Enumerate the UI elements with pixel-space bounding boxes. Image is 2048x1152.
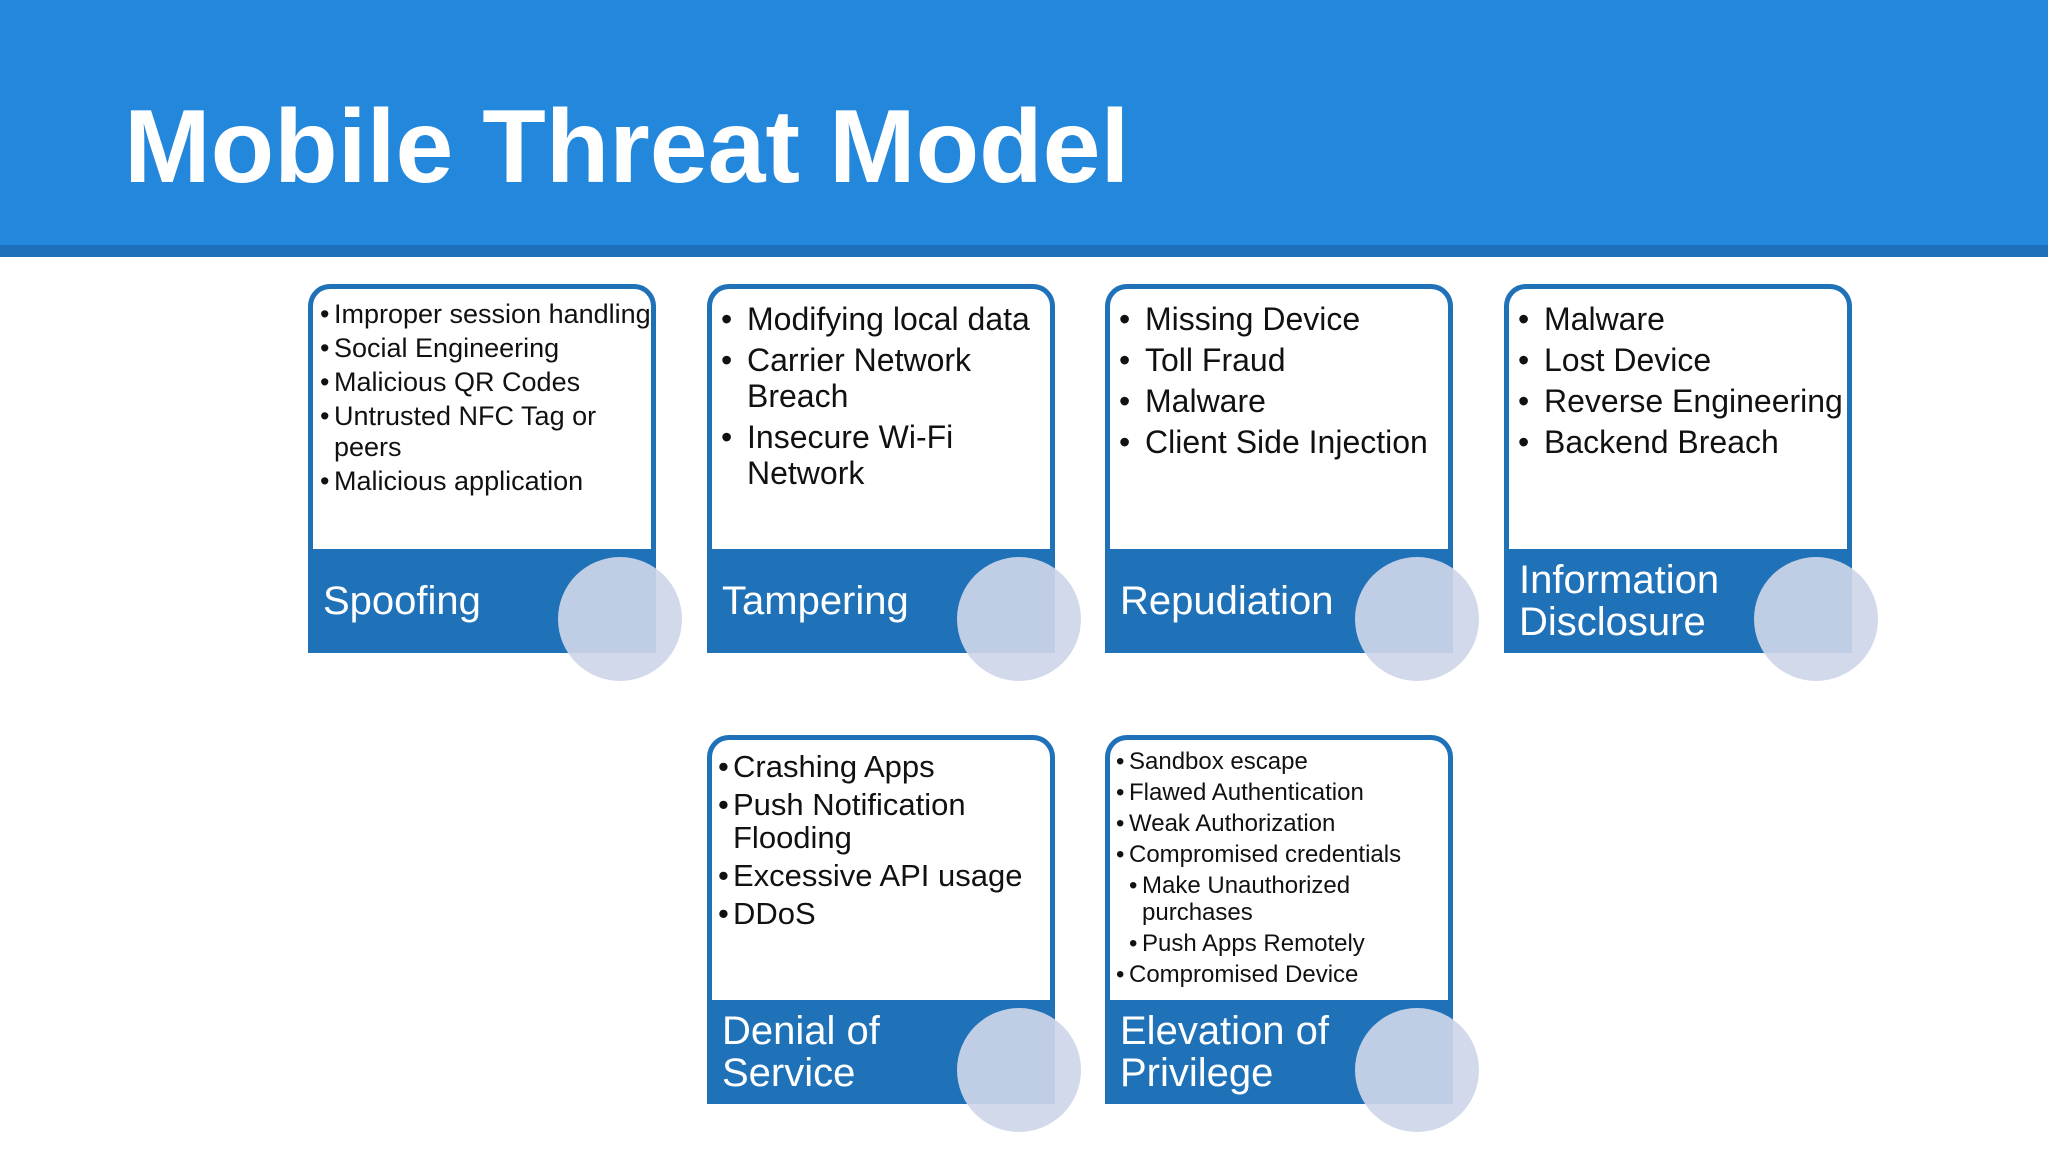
threat-list: Missing Device Toll Fraud Malware Client…	[1119, 301, 1428, 465]
list-item: Malicious QR Codes	[320, 367, 651, 398]
card-details: Sandbox escape Flawed Authentication Wea…	[1105, 735, 1453, 1005]
card-details: Crashing Apps Push Notification Flooding…	[707, 735, 1055, 1005]
list-item: Improper session handling	[320, 299, 651, 330]
threat-list: Malware Lost Device Reverse Engineering …	[1518, 301, 1843, 465]
card-label: Spoofing	[323, 579, 481, 623]
card-label: Elevation of Privilege	[1120, 1009, 1330, 1095]
card-details: Missing Device Toll Fraud Malware Client…	[1105, 284, 1453, 554]
decorative-circle	[558, 557, 682, 681]
list-item: Insecure Wi-Fi Network	[721, 419, 1050, 491]
list-item: Compromised Device	[1116, 961, 1448, 988]
threat-card-tampering: Modifying local data Carrier Network Bre…	[707, 284, 1081, 681]
list-item: Flawed Authentication	[1116, 779, 1448, 806]
list-item: Compromised credentials	[1116, 841, 1448, 868]
list-item: Excessive API usage	[718, 859, 1050, 892]
decorative-circle	[957, 1008, 1081, 1132]
list-item: Social Engineering	[320, 333, 651, 364]
title-banner-stripe	[0, 245, 2048, 257]
threat-list: Improper session handling Social Enginee…	[320, 299, 651, 500]
decorative-circle	[1355, 1008, 1479, 1132]
list-item: Missing Device	[1119, 301, 1428, 337]
card-label: Tampering	[722, 579, 909, 623]
list-item: Lost Device	[1518, 342, 1843, 378]
list-item: Reverse Engineering	[1518, 383, 1843, 419]
threat-card-repudiation: Missing Device Toll Fraud Malware Client…	[1105, 284, 1479, 681]
list-item: Weak Authorization	[1116, 810, 1448, 837]
card-label: Denial of Service	[722, 1009, 880, 1095]
list-item: Malware	[1119, 383, 1428, 419]
list-item: Backend Breach	[1518, 424, 1843, 460]
list-item: Client Side Injection	[1119, 424, 1428, 460]
threat-card-information-disclosure: Malware Lost Device Reverse Engineering …	[1504, 284, 1878, 681]
threat-card-elevation-of-privilege: Sandbox escape Flawed Authentication Wea…	[1105, 735, 1479, 1132]
threat-list: Crashing Apps Push Notification Flooding…	[718, 750, 1050, 935]
slide-title: Mobile Threat Model	[124, 89, 1130, 205]
card-label: Information Disclosure	[1519, 558, 1720, 644]
threat-list: Modifying local data Carrier Network Bre…	[721, 301, 1050, 496]
threat-card-denial-of-service: Crashing Apps Push Notification Flooding…	[707, 735, 1081, 1132]
list-item: Toll Fraud	[1119, 342, 1428, 378]
list-item: Modifying local data	[721, 301, 1050, 337]
list-subitem: Push Apps Remotely	[1129, 930, 1448, 957]
decorative-circle	[1754, 557, 1878, 681]
card-label: Repudiation	[1120, 579, 1334, 623]
list-item: Sandbox escape	[1116, 748, 1448, 775]
threat-card-spoofing: Improper session handling Social Enginee…	[308, 284, 682, 681]
card-details: Improper session handling Social Enginee…	[308, 284, 656, 554]
decorative-circle	[957, 557, 1081, 681]
list-item: Carrier Network Breach	[721, 342, 1050, 414]
title-banner	[0, 0, 2048, 245]
list-item: Untrusted NFC Tag or peers	[320, 401, 651, 463]
list-item: Push Notification Flooding	[718, 788, 1050, 854]
list-subitem: Make Unauthorized purchases	[1129, 872, 1448, 926]
list-item: Malware	[1518, 301, 1843, 337]
card-details: Modifying local data Carrier Network Bre…	[707, 284, 1055, 554]
list-item: Malicious application	[320, 466, 651, 497]
card-details: Malware Lost Device Reverse Engineering …	[1504, 284, 1852, 554]
list-item: DDoS	[718, 897, 1050, 930]
list-item: Crashing Apps	[718, 750, 1050, 783]
decorative-circle	[1355, 557, 1479, 681]
threat-list: Sandbox escape Flawed Authentication Wea…	[1116, 748, 1448, 992]
